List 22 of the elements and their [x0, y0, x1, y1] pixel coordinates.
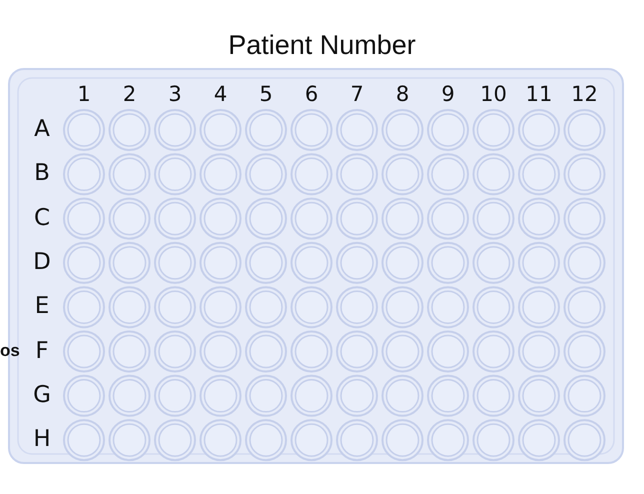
row-letter: C — [32, 204, 52, 231]
row-letter: D — [32, 248, 52, 275]
column-number: 1 — [76, 82, 92, 106]
column-number: 3 — [167, 82, 183, 106]
title: Patient Number — [227, 30, 417, 61]
column-number: 12 — [570, 82, 599, 106]
row-letter: F — [34, 338, 50, 364]
column-number: 5 — [258, 82, 274, 106]
column-number: 9 — [440, 82, 456, 106]
column-number: 11 — [524, 82, 554, 106]
axis-label: os — [0, 340, 20, 360]
row-letter: G — [32, 382, 52, 408]
column-number: 4 — [212, 82, 228, 106]
row-letter: H — [32, 426, 52, 452]
column-number: 10 — [479, 82, 508, 106]
column-number: 6 — [304, 82, 320, 106]
row-letter: B — [33, 160, 51, 186]
column-number: 7 — [349, 82, 365, 106]
column-number: 2 — [122, 82, 138, 106]
row-letter: E — [34, 293, 50, 320]
row-letter: A — [33, 116, 51, 142]
column-number: 8 — [394, 82, 410, 106]
